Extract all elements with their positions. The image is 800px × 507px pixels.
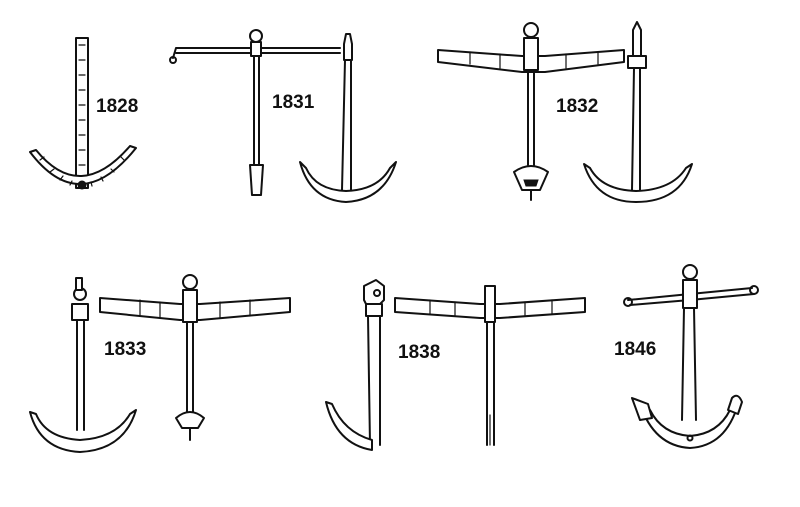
anchor-1846-left-fluke [631,397,653,421]
anchor-1832-year-label: 1832 [556,96,598,117]
anchor-1832: 1832 [437,21,693,203]
anchor-1828: 1828 [29,37,138,190]
anchor-1832-ring [523,22,539,38]
anchor-1846: 1846 [614,264,759,449]
anchor-1831: 1831 [169,29,397,203]
anchor-1833: 1833 [29,274,291,453]
anchor-1831-ring [249,29,263,43]
anchor-1832-stock [437,22,625,201]
anchor-1846-arms [639,403,739,449]
anchor-1831-year-label: 1831 [272,92,315,113]
anchor-1828-year-label: 1828 [96,96,138,117]
anchor-1833-arms [29,409,137,453]
anchor-1828-crown [77,180,87,190]
anchor-1833-body [29,277,137,453]
anchor-1833-stock [99,274,291,441]
anchor-1838: 1838 [325,279,586,451]
anchor-1846-year-label: 1846 [614,339,656,360]
anchor-1846-ring [682,264,698,280]
anchor-1838-year-label: 1838 [398,342,440,363]
anchor-1838-arm [325,401,373,451]
anchor-1838-body [325,279,385,451]
anchor-1831-arms [299,161,397,203]
anchor-1846-body [631,264,743,449]
anchor-1838-stock [394,285,586,446]
anchor-1832-arms [583,163,693,203]
anchor-1832-body [583,21,693,203]
anchor-1846-right-fluke [727,394,743,415]
anchor-1831-body [299,33,397,203]
anchor-1831-stock [169,29,341,196]
anchor-1828-arms [29,145,137,185]
anchor-1833-year-label: 1833 [104,339,146,360]
